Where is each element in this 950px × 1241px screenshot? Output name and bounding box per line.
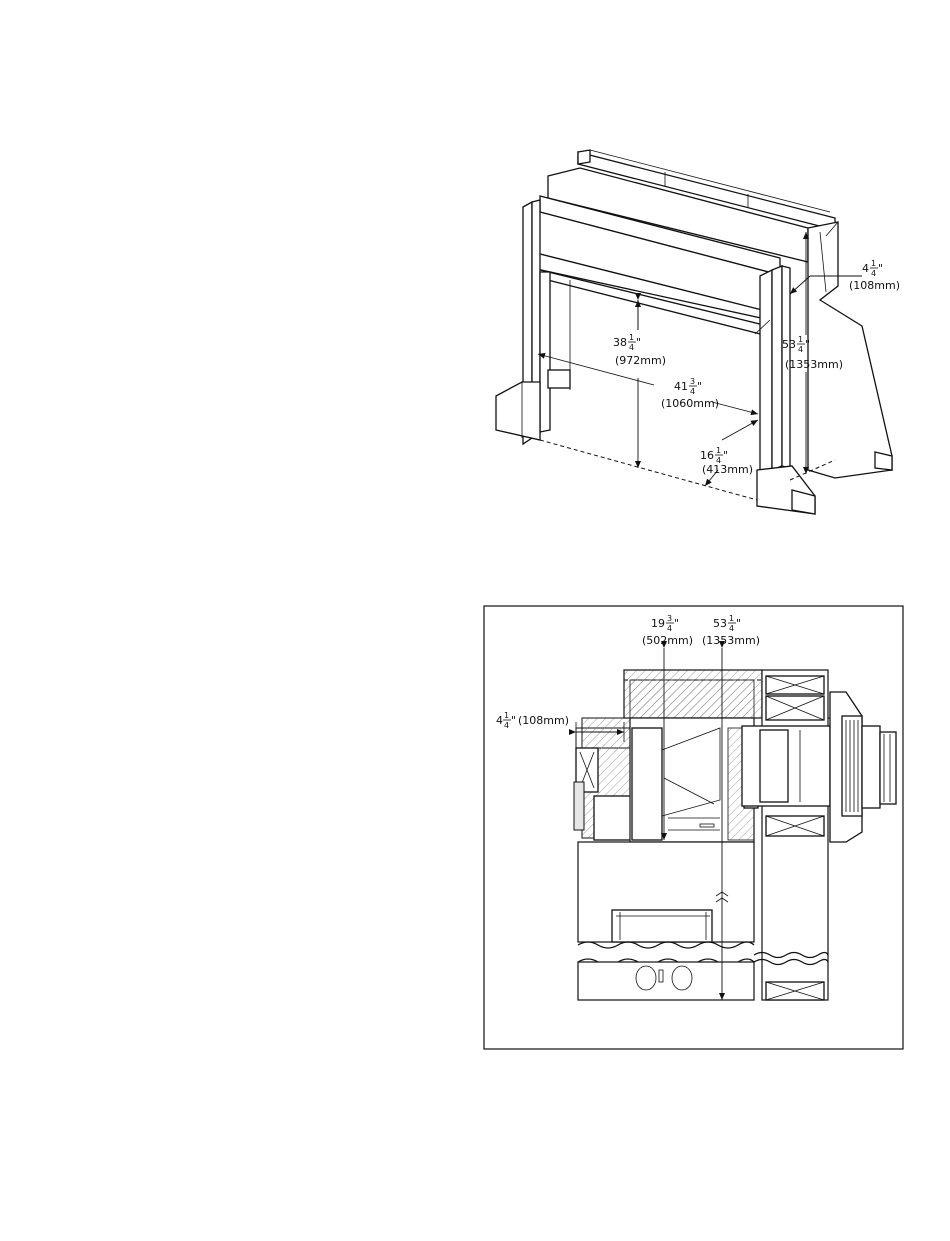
svg-text:1: 1: [629, 333, 634, 342]
svg-text:1: 1: [716, 446, 721, 455]
svg-text:(108mm): (108mm): [518, 714, 569, 727]
svg-text:(972mm): (972mm): [615, 354, 666, 367]
dim-section-depth-inner: 19 3 4 " (502mm): [642, 614, 693, 647]
svg-text:1: 1: [504, 711, 509, 720]
svg-text:4: 4: [667, 624, 672, 633]
svg-text:(108mm): (108mm): [849, 279, 900, 292]
svg-text:4: 4: [862, 262, 869, 275]
svg-text:3: 3: [667, 614, 672, 623]
svg-text:4: 4: [729, 624, 734, 633]
svg-text:4: 4: [690, 387, 695, 396]
section-view-diagram: [574, 648, 896, 1000]
dim-framing-opening-height: 38 1 4 " (972mm): [613, 333, 666, 367]
svg-text:53: 53: [782, 338, 796, 351]
svg-text:1: 1: [798, 335, 803, 344]
isometric-framing-diagram: [496, 150, 892, 514]
svg-text:53: 53: [713, 617, 727, 630]
dim-section-overall-height: 53 1 4 " (1353mm): [702, 614, 760, 647]
svg-text:": ": [674, 617, 679, 630]
svg-text:": ": [736, 617, 741, 630]
svg-text:4: 4: [629, 343, 634, 352]
svg-text:4: 4: [496, 714, 503, 727]
svg-text:(1060mm): (1060mm): [661, 397, 719, 410]
svg-text:(1353mm): (1353mm): [785, 358, 843, 371]
svg-text:3: 3: [690, 377, 695, 386]
dim-framing-floor-depth: 16 1 4 " (413mm): [700, 446, 753, 476]
svg-text:4: 4: [504, 721, 509, 730]
svg-text:": ": [878, 262, 883, 275]
svg-text:16: 16: [700, 449, 714, 462]
svg-text:": ": [805, 338, 810, 351]
svg-text:1: 1: [729, 614, 734, 623]
dim-framing-opening-width: 41 3 4 " (1060mm): [661, 377, 719, 410]
svg-text:": ": [511, 714, 516, 727]
svg-text:19: 19: [651, 617, 665, 630]
svg-text:": ": [697, 380, 702, 393]
svg-text:(502mm): (502mm): [642, 634, 693, 647]
dim-section-offset: 4 1 4 " (108mm): [496, 711, 569, 730]
svg-text:1: 1: [871, 259, 876, 268]
svg-text:41: 41: [674, 380, 688, 393]
svg-text:(413mm): (413mm): [702, 463, 753, 476]
svg-text:": ": [636, 336, 641, 349]
svg-text:": ": [723, 449, 728, 462]
svg-text:4: 4: [871, 269, 876, 278]
svg-text:38: 38: [613, 336, 627, 349]
svg-text:(1353mm): (1353mm): [702, 634, 760, 647]
svg-text:4: 4: [798, 345, 803, 354]
dim-framing-depth-top: 4 1 4 " (108mm): [849, 259, 900, 292]
